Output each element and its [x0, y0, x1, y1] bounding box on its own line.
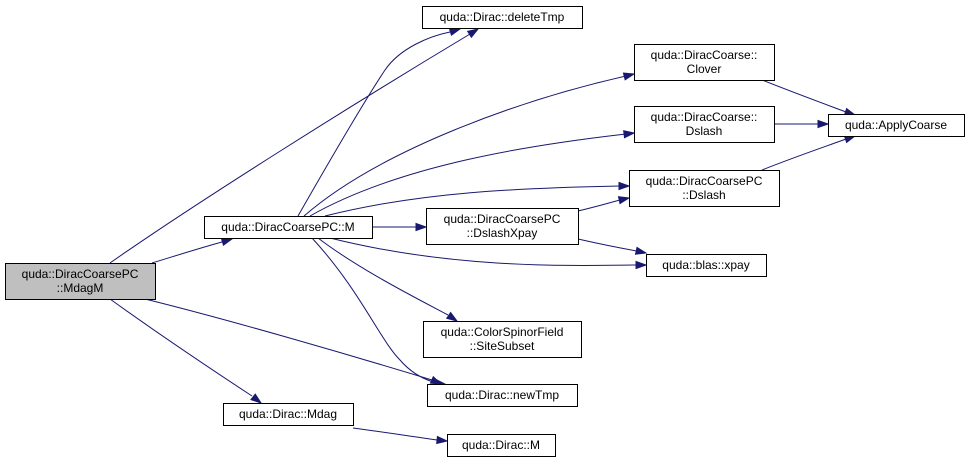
node-mdag[interactable]: quda::Dirac::Mdag: [223, 403, 354, 426]
edge-pcDslash-to-applyCoarse: [761, 135, 857, 171]
node-label: quda::DiracCoarse::: [651, 48, 758, 62]
node-coarseDslash[interactable]: quda::DiracCoarse::Dslash: [634, 106, 775, 143]
node-label: Dslash: [686, 124, 723, 138]
node-dslashXpay[interactable]: quda::DiracCoarsePC::DslashXpay: [426, 208, 579, 245]
node-box[interactable]: [629, 170, 780, 207]
edge-line: [577, 238, 638, 252]
arrowhead-icon: [635, 260, 648, 270]
node-label: quda::DiracCoarsePC: [22, 267, 139, 281]
arrowhead-icon: [448, 27, 462, 37]
edge-pcM-to-dslashXpay: [372, 222, 428, 232]
edge-line: [329, 237, 638, 266]
node-applyCoarse[interactable]: quda::ApplyCoarse: [828, 114, 965, 137]
node-clover[interactable]: quda::DiracCoarse::Clover: [634, 44, 775, 81]
edge-line: [303, 75, 627, 217]
node-label: quda::Dirac::deleteTmp: [440, 10, 565, 24]
node-label: quda::Dirac::newTmp: [445, 388, 559, 402]
arrowhead-icon: [617, 196, 631, 205]
arrowhead-icon: [436, 435, 449, 445]
edge-mdagm-to-mdag: [109, 298, 263, 404]
node-box[interactable]: [426, 208, 579, 245]
node-box[interactable]: [422, 6, 583, 29]
arrowhead-icon: [817, 119, 830, 129]
node-label: quda::blas::xpay: [662, 258, 749, 272]
node-box[interactable]: [634, 44, 775, 81]
edge-line: [309, 133, 627, 217]
node-label: quda::DiracCoarsePC: [646, 174, 763, 188]
node-label: quda::ColorSpinorField: [441, 325, 564, 339]
arrowhead-icon: [220, 237, 234, 247]
edge-coarseDslash-to-applyCoarse: [774, 119, 830, 129]
edge-mdagm-to-pcM: [151, 237, 234, 264]
node-box[interactable]: [5, 263, 156, 300]
edge-line: [761, 79, 847, 113]
edge-line: [144, 298, 433, 381]
node-box[interactable]: [204, 216, 373, 239]
arrowhead-icon: [250, 393, 263, 404]
node-siteSubset[interactable]: quda::ColorSpinorField::SiteSubset: [423, 321, 582, 358]
arrowhead-icon: [623, 130, 636, 139]
node-newTmp[interactable]: quda::Dirac::newTmp: [427, 384, 578, 407]
edge-dslashXpay-to-pcDslash: [577, 196, 631, 212]
edge-pcM-to-pcDslash: [324, 181, 631, 217]
edge-mdagm-to-deleteTmp: [109, 28, 480, 264]
edge-mdagm-to-newTmp: [144, 298, 443, 385]
edge-pcM-to-xpay: [329, 237, 648, 270]
edge-line: [324, 185, 621, 217]
node-label: ::MdagM: [57, 281, 104, 295]
edge-line: [109, 298, 253, 397]
edge-line: [317, 237, 449, 316]
node-label: ::Dslash: [682, 188, 725, 202]
edge-mdag-to-diracM: [352, 427, 449, 445]
arrowhead-icon: [622, 72, 636, 81]
edge-dslashXpay-to-xpay: [577, 238, 648, 255]
node-xpay[interactable]: quda::blas::xpay: [646, 254, 767, 277]
node-pcDslash[interactable]: quda::DiracCoarsePC::Dslash: [629, 170, 780, 207]
arrowhead-icon: [415, 222, 428, 232]
node-deleteTmp[interactable]: quda::Dirac::deleteTmp: [422, 6, 583, 29]
arrowhead-icon: [445, 311, 459, 322]
edge-line: [761, 138, 847, 171]
node-label: ::DslashXpay: [467, 226, 538, 240]
edge-clover-to-applyCoarse: [761, 79, 857, 116]
arrowhead-icon: [466, 28, 480, 39]
node-label: quda::DiracCoarsePC::M: [221, 220, 354, 234]
edge-pcM-to-clover: [303, 72, 636, 217]
edge-line: [109, 33, 471, 264]
node-label: quda::Dirac::Mdag: [239, 407, 337, 421]
edge-line: [311, 237, 438, 384]
node-box[interactable]: [223, 403, 354, 426]
node-box[interactable]: [634, 106, 775, 143]
edge-line: [577, 199, 621, 212]
node-box[interactable]: [423, 321, 582, 358]
node-label: quda::Dirac::M: [462, 438, 540, 452]
node-box[interactable]: [447, 434, 556, 457]
node-box[interactable]: [427, 384, 578, 407]
node-label: ::SiteSubset: [470, 339, 535, 353]
node-mdagm[interactable]: quda::DiracCoarsePC::MdagM: [5, 263, 156, 300]
node-diracM[interactable]: quda::Dirac::M: [447, 434, 556, 457]
edge-pcM-to-siteSubset: [317, 237, 459, 322]
arrowhead-icon: [618, 181, 631, 191]
node-box[interactable]: [828, 114, 965, 137]
node-label: Clover: [687, 62, 722, 76]
arrowhead-icon: [634, 246, 648, 255]
node-box[interactable]: [646, 254, 767, 277]
edge-pcM-to-deleteTmp: [297, 27, 462, 217]
node-label: quda::DiracCoarse::: [651, 110, 758, 124]
edge-line: [151, 241, 223, 264]
edge-line: [297, 31, 451, 217]
edge-pcM-to-coarseDslash: [309, 130, 636, 217]
node-pcM[interactable]: quda::DiracCoarsePC::M: [204, 216, 373, 239]
node-label: quda::ApplyCoarse: [845, 118, 947, 132]
node-label: quda::DiracCoarsePC: [444, 212, 561, 226]
edge-line: [352, 427, 438, 441]
